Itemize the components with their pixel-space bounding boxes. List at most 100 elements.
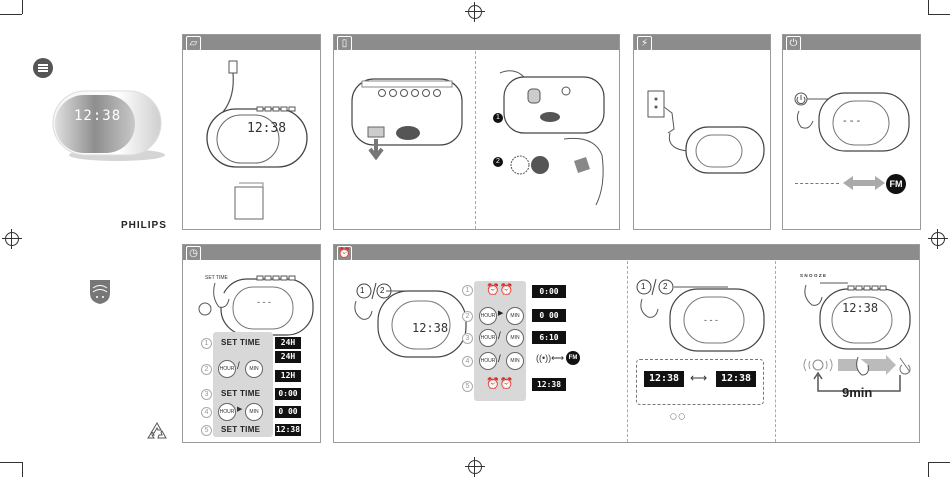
hour-button: HOUR (479, 307, 497, 325)
recycle-icon (146, 421, 168, 441)
slash: / (237, 361, 240, 372)
lcd-display: 12:38 (644, 371, 684, 387)
steps-card (213, 332, 273, 437)
alarm-toggle-display: - - - (704, 315, 718, 325)
step-number: 5 (462, 381, 473, 392)
box-open-icon: ▱ (186, 36, 201, 51)
set-time-label: SET TIME (221, 338, 260, 347)
battery-insert-illustration (484, 65, 614, 215)
fm-badge: FM (886, 174, 906, 194)
plug-icon: ⚡ (637, 36, 652, 51)
alarm-number: 2 (380, 286, 384, 295)
power-on-display: - - - (843, 115, 860, 127)
panel-header: ▯ (334, 35, 619, 50)
lcd-display: 12:38 (716, 371, 756, 387)
trim-mark (0, 14, 22, 15)
panel-header: ◷ (183, 245, 320, 260)
cover-menu-icon (33, 58, 53, 78)
step-number: 4 (201, 407, 212, 418)
step-number: 1 (462, 285, 473, 296)
step-number: 3 (462, 333, 473, 344)
clock-icon: ◷ (186, 246, 201, 261)
arrow-icon: ▶ (498, 309, 503, 317)
panel-alarm: ⏰ 1 2 12:38 1 ⏰⏰ 0:00 2 HOUR ▶ MIN 0 00 … (333, 244, 920, 443)
set-time-illustration (193, 267, 318, 339)
lcd-display: 24H (275, 351, 301, 363)
brand-logo: PHILIPS (121, 220, 167, 231)
alarm-indicator-icons: ◯ ◯ (670, 413, 685, 420)
min-button: MIN (506, 307, 524, 325)
alarm-sound-icon: ((•))⟷ (536, 353, 564, 364)
lcd-display: 0 00 (532, 309, 566, 322)
snooze-duration: 9min (842, 385, 872, 400)
step-number: 2 (462, 311, 473, 322)
divider (627, 261, 628, 442)
trim-mark (0, 462, 22, 463)
swap-arrow-icon: ⟷ (690, 371, 707, 385)
power-connect-illustration (642, 89, 767, 189)
lcd-display: 0 00 (275, 406, 301, 418)
alarm-setting-illustration (350, 277, 470, 367)
trim-mark (22, 462, 23, 477)
clock-display-time: 12:38 (412, 321, 448, 335)
trim-mark (928, 14, 950, 15)
panel-header: ⏻ (783, 35, 920, 50)
lcd-display: 0:00 (275, 388, 301, 400)
panel-header: ▱ (183, 35, 320, 50)
power-icon: ⏻ (786, 36, 801, 51)
lcd-display: 24H (275, 337, 301, 349)
box-contents-illustration (193, 57, 313, 222)
step-badge: 1 (493, 113, 503, 123)
clock-display: - - - (257, 297, 271, 307)
panel-power-on: ⏻ - - - FM (782, 34, 921, 230)
step-number: 4 (462, 356, 473, 367)
alarm-toggle-illustration (634, 275, 769, 355)
product-photo (45, 85, 170, 165)
fm-badge: FM (566, 351, 580, 365)
min-button: MIN (245, 360, 263, 378)
alarm-number: 1 (360, 286, 364, 295)
battery-compartment-illustration (346, 65, 468, 165)
trim-mark (928, 462, 929, 477)
lcd-display: 6:10 (532, 331, 566, 344)
min-button: MIN (506, 352, 524, 370)
step-badge: 2 (493, 157, 503, 167)
trim-mark (22, 0, 23, 14)
lcd-display: 12H (275, 370, 301, 382)
registration-mark (2, 229, 22, 249)
trim-mark (928, 0, 929, 14)
alarm-clock-icon: ⏰ (337, 246, 352, 261)
alarm-number: 2 (663, 282, 667, 291)
slash: / (498, 331, 501, 342)
arrow-icon: ▶ (237, 405, 242, 413)
clock-display-time: 12:38 (247, 121, 286, 136)
lcd-display: 12:38 (532, 378, 566, 391)
lcd-display: 12:38 (275, 424, 301, 436)
philips-shield-icon (89, 279, 111, 305)
min-button: MIN (506, 329, 524, 347)
double-arrow-icon (843, 175, 885, 191)
panel-power: ⚡ (633, 34, 771, 230)
product-display: 12:38 (74, 108, 121, 124)
set-time-label: SET TIME (221, 389, 260, 398)
hour-button: HOUR (479, 329, 497, 347)
step-number: 2 (201, 364, 212, 375)
step-number: 3 (201, 389, 212, 400)
set-time-label: SET TIME (221, 425, 260, 434)
dash-line (795, 183, 839, 184)
step-number: 5 (201, 425, 212, 436)
alarm-clock-icon: ⏰⏰ (486, 377, 513, 390)
registration-mark (465, 2, 485, 22)
snooze-display: 12:38 (842, 301, 878, 315)
min-button: MIN (245, 403, 263, 421)
step-number: 1 (201, 338, 212, 349)
panel-header: ⚡ (634, 35, 770, 50)
slash: / (498, 354, 501, 365)
trim-mark (928, 462, 950, 463)
hour-button: HOUR (479, 352, 497, 370)
registration-mark (465, 457, 485, 477)
panel-whats-in-box: ▱ 12:38 (182, 34, 321, 230)
divider (475, 51, 476, 229)
panel-set-time: ◷ SET TIME - - - 1 SET TIME 24H 2 HOUR /… (182, 244, 321, 443)
panel-header: ⏰ (334, 245, 919, 260)
